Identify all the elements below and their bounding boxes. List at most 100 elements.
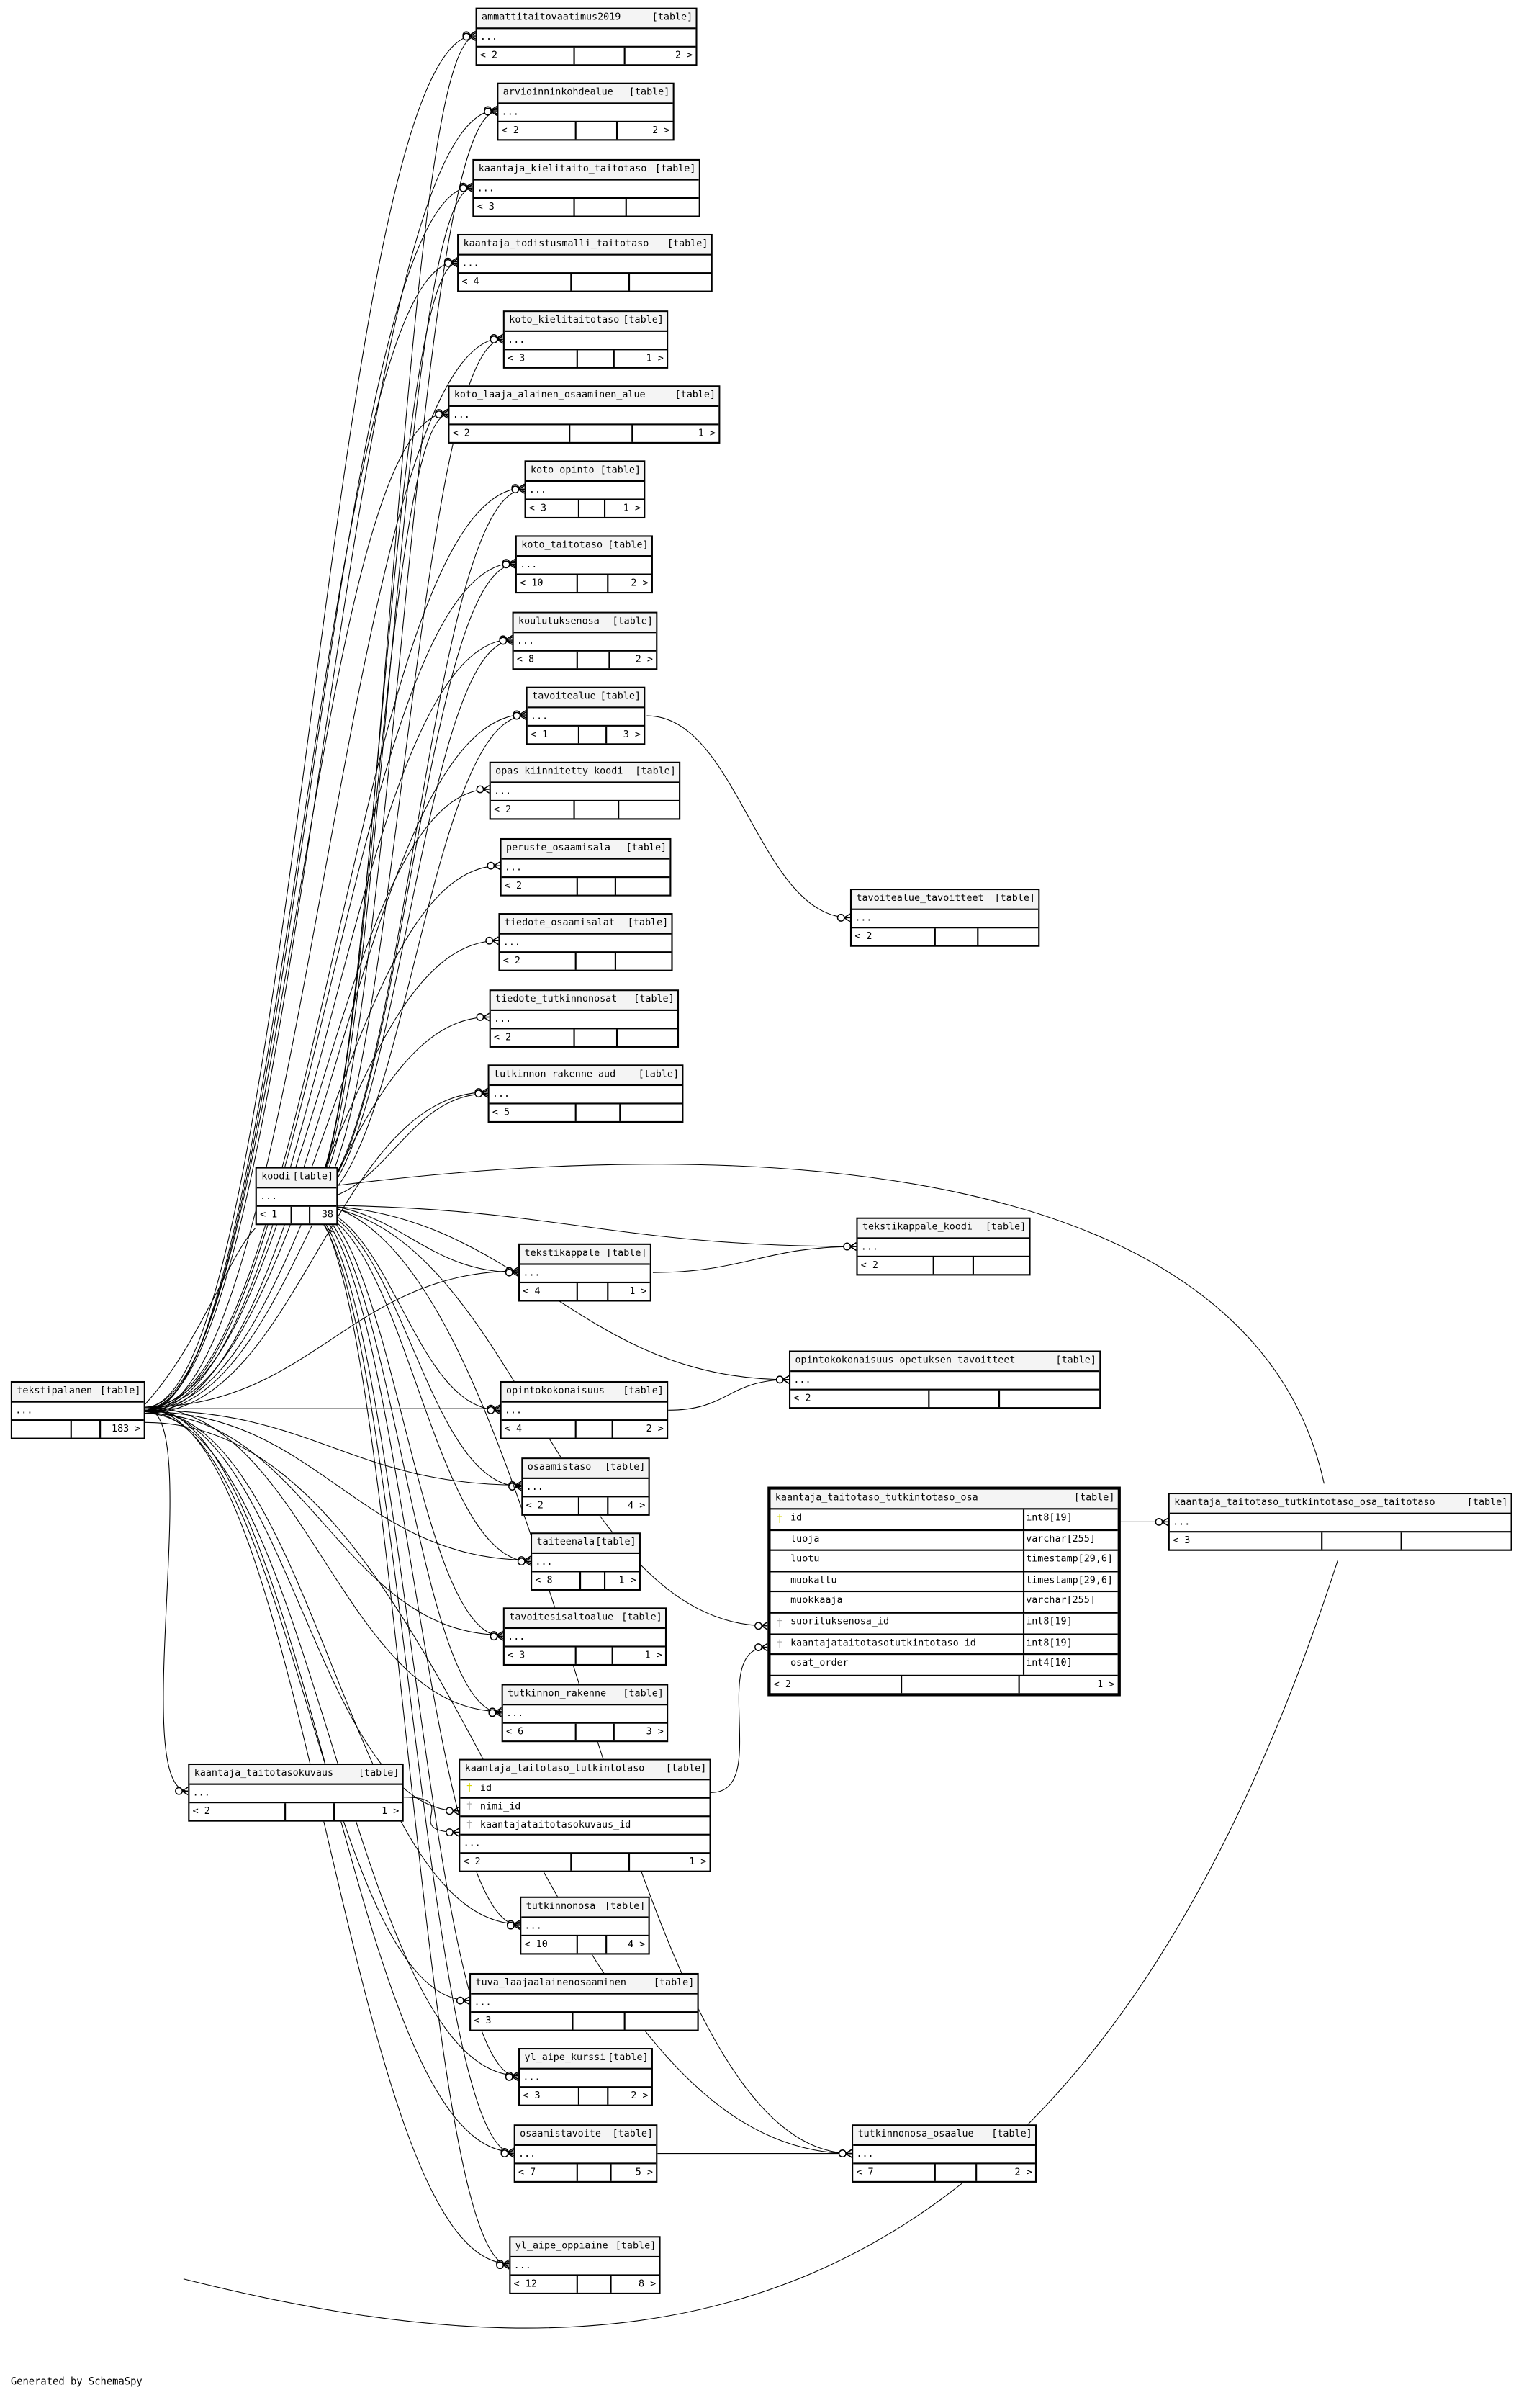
children-count[interactable]: 2 >	[646, 1424, 664, 1435]
table-name[interactable]: tekstipalanen	[17, 1385, 93, 1397]
children-count[interactable]: 38 >	[321, 1210, 333, 1238]
children-count[interactable]: 4 >	[628, 1500, 646, 1511]
children-count[interactable]	[1402, 1532, 1511, 1549]
table-name[interactable]: koulutuksenosa	[518, 616, 600, 627]
children-count[interactable]: 2 >	[675, 50, 693, 61]
children-count[interactable]	[974, 1257, 1029, 1274]
table-opintokokonaisuus-opetuksen-tavoitteet[interactable]: opintokokonaisuus_opetuksen_tavoitteet[t…	[788, 1350, 1101, 1409]
table-tiedote-tutkinnonosat[interactable]: tiedote_tutkinnonosat[table]...< 2	[489, 989, 680, 1048]
children-count[interactable]: 2 >	[1014, 2167, 1032, 2178]
children-count[interactable]: 8 >	[638, 2278, 657, 2290]
parents-count[interactable]: < 4	[502, 1421, 576, 1438]
column-row[interactable]: †nimi_id	[460, 1799, 710, 1818]
parents-count[interactable]: < 3	[505, 350, 578, 367]
columns-ellipsis[interactable]: ...	[510, 2258, 659, 2276]
table-tutkinnon-rakenne-aud[interactable]: tutkinnon_rakenne_aud[table]...< 5	[487, 1064, 684, 1123]
table-name[interactable]: tiedote_tutkinnonosat	[495, 994, 618, 1005]
table-name[interactable]: kaantaja_taitotaso_tutkintotaso	[464, 1763, 645, 1774]
table-opas-kiinnitetty-koodi[interactable]: opas_kiinnitetty_koodi[table]...< 2	[489, 761, 681, 820]
parents-count[interactable]: < 10	[517, 575, 578, 592]
children-count[interactable]: 2 >	[631, 2090, 649, 2102]
table-name[interactable]: opintokokonaisuus	[506, 1385, 605, 1397]
children-count[interactable]: 2 >	[631, 578, 649, 589]
parents-count[interactable]: < 2	[491, 801, 576, 819]
table-name[interactable]: tutkinnonosa_osaalue	[857, 2129, 974, 2140]
table-koto-laaja-alainen-osaaminen-alue[interactable]: koto_laaja_alainen_osaaminen_alue[table]…	[448, 385, 721, 444]
columns-ellipsis[interactable]: ...	[1169, 1514, 1511, 1533]
columns-ellipsis[interactable]: ...	[515, 2146, 657, 2165]
parents-count[interactable]: < 2	[790, 1390, 930, 1408]
table-name[interactable]: tiedote_osaamisalat	[504, 917, 615, 929]
column-row[interactable]: †id	[460, 1780, 710, 1799]
columns-ellipsis[interactable]: ...	[523, 1479, 649, 1498]
parents-count[interactable]: < 2	[858, 1257, 935, 1275]
children-count[interactable]: 1 >	[644, 1650, 662, 1661]
children-count[interactable]	[618, 801, 679, 818]
parents-count[interactable]: < 6	[503, 1723, 577, 1741]
table-tavoitealue-tavoitteet[interactable]: tavoitealue_tavoitteet[table]...< 2	[849, 889, 1040, 947]
parents-count[interactable]: < 4	[459, 274, 572, 291]
columns-ellipsis[interactable]: ...	[857, 1239, 1029, 1257]
table-name[interactable]: opas_kiinnitetty_koodi	[495, 766, 623, 777]
table-name[interactable]: kaantaja_taitotaso_tutkintotaso_osa_tait…	[1174, 1497, 1435, 1509]
parents-count[interactable]: < 12	[510, 2276, 578, 2293]
parents-count[interactable]: < 3	[474, 199, 575, 216]
table-kaantaja-kielitaito-taitotaso[interactable]: kaantaja_kielitaito_taitotaso[table]...<…	[472, 158, 700, 217]
table-name[interactable]: yl_aipe_oppiaine	[515, 2240, 608, 2252]
parents-count[interactable]: < 10	[521, 1936, 579, 1954]
table-name[interactable]: taiteenala	[536, 1537, 595, 1548]
parents-count[interactable]: < 3	[526, 500, 579, 517]
table-name[interactable]: tekstikappale	[524, 1248, 600, 1259]
table-name[interactable]: koto_kielitaitotaso	[509, 315, 620, 326]
columns-ellipsis[interactable]: ...	[256, 1188, 337, 1207]
table-name[interactable]: kaantaja_taitotasokuvaus	[194, 1768, 334, 1779]
parents-count[interactable]: < 3	[520, 2088, 579, 2105]
parents-count[interactable]: < 2	[449, 425, 571, 442]
columns-ellipsis[interactable]: ...	[490, 783, 680, 801]
table-kaantaja-taitotaso-tutkintotaso[interactable]: kaantaja_taitotaso_tutkintotaso[table]†i…	[459, 1758, 711, 1872]
children-count[interactable]: 2 >	[635, 655, 653, 665]
table-name[interactable]: kaantaja_taitotaso_tutkintotaso_osa	[775, 1493, 978, 1504]
children-count[interactable]	[621, 1105, 682, 1121]
parents-count[interactable]: < 2	[460, 1854, 573, 1871]
column-row[interactable]: †kaantajataitotasokuvaus_id	[460, 1817, 710, 1836]
children-count[interactable]: 3 >	[646, 1726, 664, 1738]
parents-count[interactable]: < 2	[852, 928, 936, 945]
children-count[interactable]: 1 >	[623, 503, 641, 514]
table-tiedote-osaamisalat[interactable]: tiedote_osaamisalat[table]...< 2	[498, 913, 673, 971]
columns-ellipsis[interactable]: ...	[853, 2146, 1035, 2165]
columns-ellipsis[interactable]: ...	[852, 910, 1039, 929]
table-kaantaja-taitotaso-tutkintotaso-osa[interactable]: kaantaja_taitotaso_tutkintotaso_osa[tabl…	[767, 1486, 1121, 1696]
table-tekstipalanen[interactable]: tekstipalanen[table]...183 >	[10, 1380, 145, 1439]
columns-ellipsis[interactable]: ...	[500, 935, 672, 953]
children-count[interactable]: 1 >	[618, 1575, 636, 1586]
columns-ellipsis[interactable]: ...	[459, 256, 711, 274]
parents-count[interactable]: < 2	[189, 1803, 286, 1820]
children-count[interactable]	[1001, 1391, 1099, 1407]
table-name[interactable]: koto_opinto	[531, 464, 595, 476]
children-count[interactable]: 183 >	[112, 1424, 141, 1435]
columns-ellipsis[interactable]: ...	[526, 482, 644, 500]
parents-count[interactable]: < 2	[502, 878, 577, 895]
children-count[interactable]: 1 >	[629, 1286, 647, 1298]
children-count[interactable]: 1 >	[698, 428, 716, 439]
table-name[interactable]: tutkinnon_rakenne_aud	[494, 1069, 616, 1080]
columns-ellipsis[interactable]: ...	[502, 1705, 667, 1724]
children-count[interactable]: 1 >	[646, 353, 664, 364]
columns-ellipsis[interactable]: ...	[520, 1265, 650, 1284]
parents-count[interactable]: < 1	[528, 726, 580, 744]
columns-ellipsis[interactable]: ...	[490, 1011, 677, 1030]
